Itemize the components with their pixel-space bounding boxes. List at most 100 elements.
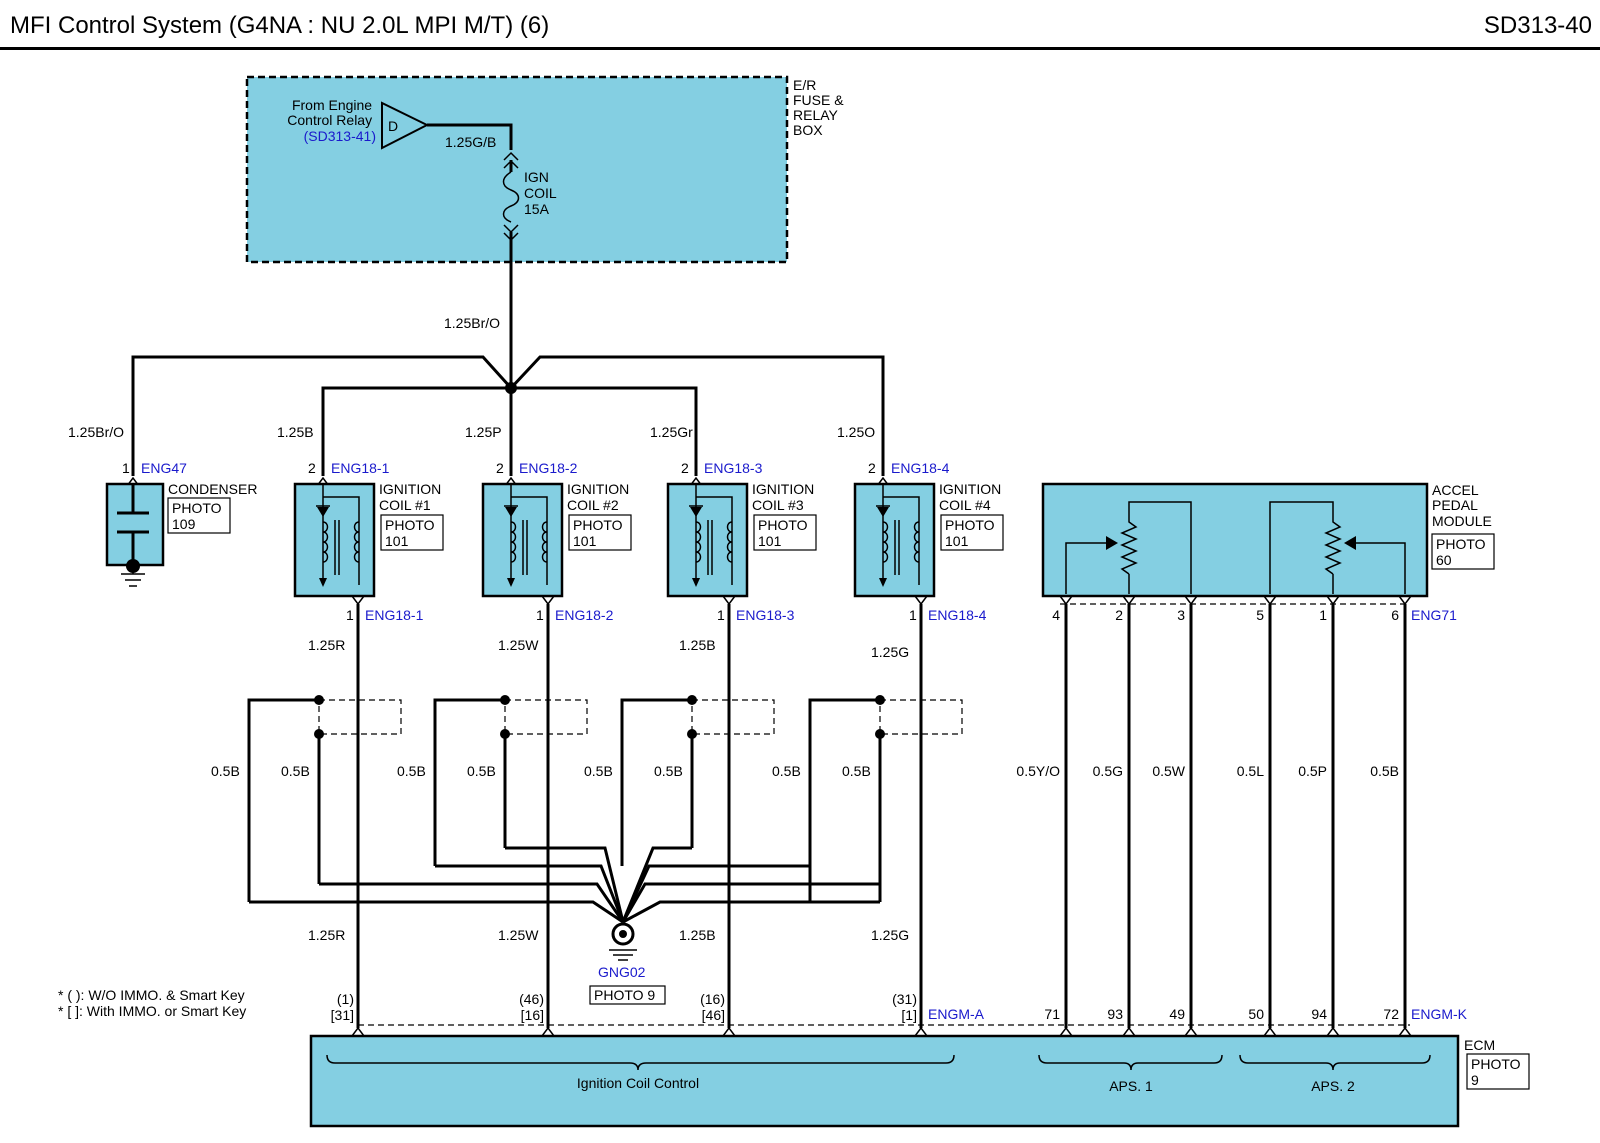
shield-drain-outer-3 (620, 698, 692, 866)
diode-icon (317, 507, 329, 517)
arrow-icon (507, 578, 515, 587)
ground-drain-wire (319, 882, 625, 923)
arrow-icon (879, 578, 887, 587)
wire-pedal-2-label: 0.5G (1093, 763, 1123, 779)
shield-drain-outer-2 (433, 698, 505, 866)
coil3-pin-top: 2 (681, 460, 689, 476)
ecm-pin-94: 94 (1311, 1006, 1327, 1022)
pedal-pin-3: 3 (1177, 607, 1185, 623)
wire-coil2-supply: 1.25P (465, 424, 502, 440)
coil4-photo-box (940, 514, 1004, 551)
coil1-pin-bottom: 1 (346, 607, 354, 623)
shield-wire-1-a: 0.5B (211, 763, 240, 779)
condenser-connector: ENG47 (141, 460, 187, 476)
ground-drain-wire (621, 882, 880, 923)
wire-coil4-supply: 1.25O (837, 424, 875, 440)
ecm-pin-with-immo-1: [31] (331, 1007, 354, 1023)
wire-cyl2-label-top: 1.25W (498, 637, 539, 653)
pedal-pin-4: 4 (1052, 607, 1060, 623)
ecm-pin-71: 71 (1044, 1006, 1060, 1022)
condenser-photo: PHOTO 109 (172, 500, 225, 532)
wire-cyl3-label-top: 1.25B (679, 637, 716, 653)
pin-chevron-icon (1263, 1026, 1277, 1037)
coil-winding-icon (541, 521, 548, 563)
core-icon (522, 520, 528, 575)
shield-wire-2-b: 0.5B (467, 763, 496, 779)
coil1-pin-top: 2 (308, 460, 316, 476)
core-icon (894, 520, 900, 575)
wire-condenser: 1.25Br/O (68, 424, 124, 440)
pin-chevron-icon (1059, 1026, 1073, 1037)
ecm-pin-50: 50 (1248, 1006, 1264, 1022)
fuse-icon (502, 171, 520, 223)
coil-winding-icon (913, 521, 920, 563)
coil1-photo-box (380, 514, 444, 551)
wire-cyl3-label-bottom: 1.25B (679, 927, 716, 943)
coil3-connector: ENG18-3 (704, 460, 763, 476)
ecm-pin-wo-immo-2: (46) (519, 991, 544, 1007)
ground-drain-wire (505, 846, 625, 923)
ecm: ECM PHOTO 9 ENGM-A ENGM-K Ignition Coil … (309, 1006, 1530, 1128)
fuse-label: IGN COIL 15A (524, 169, 560, 217)
ecm-connector-k: ENGM-K (1411, 1006, 1468, 1022)
shield-drain-outer-4 (808, 698, 880, 902)
potentiometer-1-icon (1120, 501, 1192, 594)
wire-cyl4-label-bottom: 1.25G (871, 927, 909, 943)
fusebox-title: E/R FUSE & RELAY BOX (793, 77, 847, 138)
ground-gng02: GNG02 PHOTO 9 (589, 922, 666, 1005)
shield-wire-4-b: 0.5B (842, 763, 871, 779)
shield-wire-3-a: 0.5B (584, 763, 613, 779)
shield-4 (879, 699, 963, 735)
shield-1 (318, 699, 402, 735)
ecm-photo: PHOTO 9 (1471, 1056, 1524, 1088)
coil3-bottom-connector: ENG18-3 (736, 607, 795, 623)
shield-wire-2-a: 0.5B (397, 763, 426, 779)
coil4-pin-bottom: 1 (909, 607, 917, 623)
relay-source-label: From Engine Control Relay (SD313-41) (287, 97, 376, 144)
coil2-pin-top: 2 (496, 460, 504, 476)
ground-photo: PHOTO 9 (594, 987, 655, 1003)
wire-coil3-supply: 1.25Gr (650, 424, 693, 440)
pin-chevron-icon (541, 1026, 555, 1037)
connector-d-tag: D (388, 118, 398, 134)
coil2-circuit (510, 484, 548, 585)
page-title: MFI Control System (G4NA : NU 2.0L MPI M… (10, 12, 550, 39)
condenser-pin: 1 (122, 460, 130, 476)
ground-drain-wire (622, 900, 880, 924)
ground-icon (609, 949, 637, 961)
pin-chevron-icon (1398, 1026, 1412, 1037)
coil2-photo-box (568, 514, 632, 551)
shield-drain-outer-1 (247, 698, 319, 902)
ecm-pin-49: 49 (1169, 1006, 1185, 1022)
pin-chevron-icon (1184, 1026, 1198, 1037)
ecm-pin-with-immo-2: [16] (521, 1007, 544, 1023)
coil1-bottom-connector: ENG18-1 (365, 607, 424, 623)
ecm-pin-with-immo-3: [46] (702, 1007, 725, 1023)
core-icon (334, 520, 340, 575)
ecm-connector-a: ENGM-A (928, 1006, 985, 1022)
wire-cyl2-label-bottom: 1.25W (498, 927, 539, 943)
wire-pedal-5-label: 0.5L (1237, 763, 1264, 779)
coil-winding-icon (726, 521, 733, 563)
group-aps2-label: APS. 2 (1311, 1078, 1355, 1094)
diode-icon (690, 507, 702, 517)
pedal-pin-2: 2 (1115, 607, 1123, 623)
group-aps1-label: APS. 1 (1109, 1078, 1153, 1094)
coil1-connector: ENG18-1 (331, 460, 390, 476)
wire-cyl1-label-bottom: 1.25R (308, 927, 345, 943)
shield-wire-3-b: 0.5B (654, 763, 683, 779)
wire-in-fuse: 1.25G/B (445, 134, 496, 150)
arrow-icon (692, 578, 700, 587)
condenser: 1.25Br/O 1 ENG47 CONDENSER PHOTO 109 (68, 424, 257, 587)
pedal-pin-5: 5 (1256, 607, 1264, 623)
coil4-pin-top: 2 (868, 460, 876, 476)
pedal-name: ACCEL PEDAL MODULE (1432, 482, 1492, 529)
coil-winding-icon (695, 521, 702, 563)
